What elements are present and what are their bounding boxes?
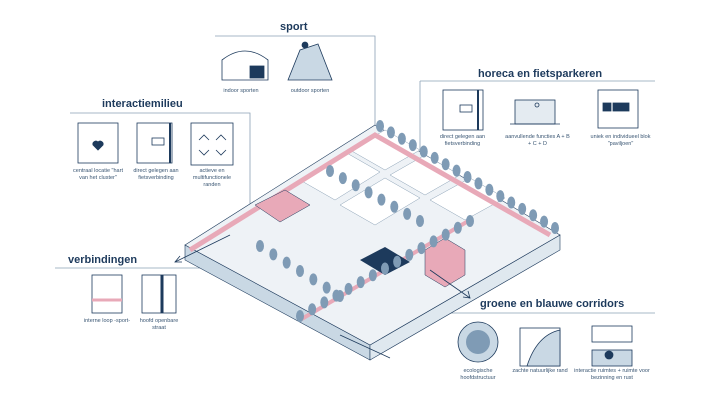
tree (269, 248, 278, 261)
tree (429, 235, 438, 248)
active-edges-icon (190, 122, 234, 166)
central-location-icon (77, 122, 119, 164)
tree (344, 282, 353, 295)
tree (356, 276, 365, 289)
tree (390, 200, 399, 213)
horeca-title: horeca en fietsparkeren (478, 68, 603, 80)
tree (496, 190, 505, 203)
functions-icon (510, 99, 560, 125)
main-street-icon (141, 274, 177, 314)
central-location-label: centraal locatie "hart van het cluster" (73, 168, 123, 181)
water-pond (360, 247, 410, 275)
tree (393, 255, 402, 268)
tree (296, 265, 304, 277)
pavilion-label: uniek en individueel blok "paviljoen" (590, 134, 651, 147)
tree (256, 240, 264, 252)
indoor-sport-building (254, 189, 311, 223)
tree (485, 183, 494, 196)
tree (441, 158, 450, 171)
tree (364, 186, 373, 199)
outdoor-sport-icon (287, 41, 333, 81)
indoor-sport-icon (221, 50, 269, 81)
tree (466, 215, 474, 227)
horeca-bike-icon (442, 89, 484, 131)
tree (326, 165, 334, 177)
bike-connection-label: direct gelegen aan fietsverbinding (133, 168, 179, 181)
tree (419, 145, 428, 158)
tree (381, 262, 389, 275)
interactiemilieu-title: interactiemilieu (102, 98, 183, 110)
tree (453, 221, 462, 234)
tree (430, 151, 439, 164)
internal-loop-icon (91, 274, 123, 314)
natural-edge-label: zachte natuurlijke rand (512, 368, 568, 374)
tree (405, 248, 414, 261)
tree (296, 310, 304, 322)
tree (529, 209, 538, 222)
tree (518, 202, 527, 215)
main-street-label: hoofd openbare straat (139, 318, 179, 331)
outdoor-sport-label: outdoor sporten (290, 88, 330, 94)
functions-label: aanvullende functies A + B + C + D (505, 134, 570, 147)
direction-arrows (174, 234, 471, 359)
tree (540, 215, 549, 228)
tree (386, 126, 395, 139)
tree (463, 171, 472, 183)
interaction-rest-icon (591, 325, 633, 367)
tree (452, 164, 461, 177)
tree (474, 177, 483, 190)
tree (551, 222, 559, 234)
tree (408, 139, 417, 152)
tree (377, 193, 386, 206)
ecological-label: ecologische hoofdstructuur (460, 368, 496, 381)
corridors-title: groene en blauwe corridors (480, 298, 625, 310)
tree (368, 269, 377, 282)
active-edges-label: actieve en multifunctionele randen (192, 168, 232, 188)
tree (338, 172, 347, 185)
horeca-bike-label: direct gelegen aan fietsverbinding (439, 134, 486, 147)
leader-lines (55, 35, 655, 314)
bike-connection-icon (136, 122, 173, 164)
tree (336, 290, 344, 302)
tree (403, 207, 412, 220)
internal-loop-label: interne loop -sport- (83, 318, 131, 324)
tree (320, 296, 329, 309)
tree (308, 303, 317, 316)
trees (256, 120, 559, 322)
natural-edge-icon (519, 327, 561, 367)
tree (397, 132, 406, 145)
tree (282, 256, 291, 269)
sport-title: sport (280, 21, 308, 33)
interaction-rest-label: interactie ruimtes + ruimte voor bezinni… (574, 368, 650, 381)
tree (507, 196, 516, 209)
tree (351, 179, 360, 192)
tree (322, 281, 331, 294)
tree (376, 120, 384, 132)
verbindingen-title: verbindingen (68, 254, 138, 266)
ecological-structure-icon (457, 321, 499, 363)
pavilion-icon (597, 89, 639, 129)
main-route (188, 132, 552, 253)
tree (417, 242, 426, 255)
tree (309, 273, 318, 286)
tree (441, 228, 450, 241)
tree (416, 215, 424, 227)
indoor-sport-label: indoor sporten (223, 88, 259, 94)
